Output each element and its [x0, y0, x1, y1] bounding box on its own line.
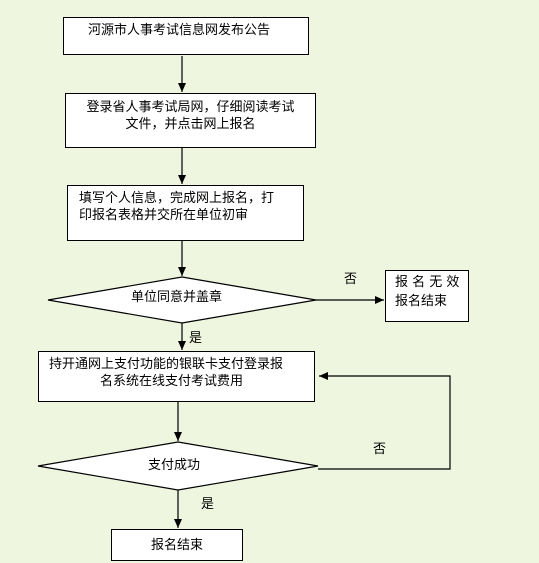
edge-label-yes-1: 是: [189, 331, 203, 346]
step-login-register: 登录省人事考试局网，仔细阅读考试 文件，并点击网上报名: [65, 93, 316, 148]
step-login-text-2: 文件，并点击网上报名: [125, 117, 256, 132]
arrow-pay-no-loop: [318, 372, 451, 470]
step-end-text: 报名结束: [150, 538, 203, 553]
decision-unit-agree-label: 单位同意并盖章: [131, 290, 223, 305]
step-invalid-text-1: 报 名 无 效: [395, 275, 460, 290]
step-registration-end: 报名结束: [111, 529, 243, 561]
step-invalid-text-2: 报名结束: [395, 294, 448, 309]
step-login-text-1: 登录省人事考试局网，仔细阅读考试: [86, 100, 295, 115]
edge-label-no-2: 否: [373, 442, 387, 457]
step-fill-text-2: 印报名表格并交所在单位初审: [79, 208, 249, 223]
step-payment-text-1: 持开通网上支付功能的银联卡支付登录报: [49, 357, 284, 372]
step-fill-text-1: 填写个人信息，完成网上报名，打: [79, 191, 275, 206]
step-registration-invalid: 报 名 无 效 报名结束: [385, 270, 469, 322]
step-payment-text-2: 名系统在线支付考试费用: [99, 374, 243, 389]
edge-label-yes-2: 是: [201, 497, 215, 512]
step-fill-info: 填写个人信息，完成网上报名，打 印报名表格并交所在单位初审: [67, 185, 304, 241]
step-announcement: 河源市人事考试信息网发布公告: [63, 17, 309, 55]
decision-pay-success-label: 支付成功: [148, 458, 201, 473]
step-online-payment: 持开通网上支付功能的银联卡支付登录报 名系统在线支付考试费用: [38, 351, 315, 402]
edge-label-no-1: 否: [344, 272, 358, 287]
step-announcement-text: 河源市人事考试信息网发布公告: [88, 23, 271, 38]
